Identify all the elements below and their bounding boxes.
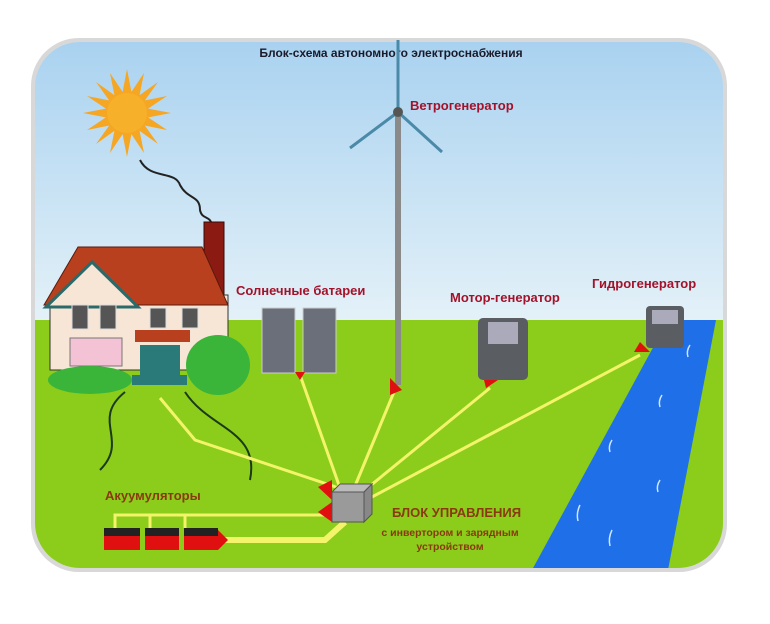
- bushes: [48, 335, 250, 395]
- smoke: [139, 159, 213, 226]
- label-solar: Солнечные батареи: [236, 283, 365, 298]
- river: [532, 320, 716, 568]
- river-waves: [576, 344, 691, 547]
- diagram-title: Блок-схема автономного электроснабжения: [259, 46, 522, 60]
- label-motor: Мотор-генератор: [450, 290, 560, 305]
- label-batteries: Акуумуляторы: [105, 488, 201, 503]
- cable: [184, 391, 253, 481]
- battery-line: [222, 519, 348, 543]
- wind-turbine-icon: [349, 40, 444, 385]
- label-wind: Ветрогенератор: [410, 98, 514, 113]
- label-control: БЛОК УПРАВЛЕНИЯ: [392, 505, 521, 520]
- cable: [99, 391, 126, 471]
- label-control-sub2: устройством: [416, 541, 483, 553]
- connection-lines: [113, 353, 641, 528]
- arrows: [295, 342, 650, 522]
- label-hydro: Гидрогенератор: [592, 276, 696, 291]
- sun-icon: [83, 69, 171, 157]
- solar-panel-icon: [261, 307, 337, 374]
- label-control-sub1: с инвертором и зарядным: [381, 527, 518, 539]
- motor-generator-icon: [478, 318, 528, 380]
- battery-icon: [104, 528, 228, 550]
- hydro-generator-icon: [646, 306, 684, 348]
- control-unit-icon: [330, 482, 374, 524]
